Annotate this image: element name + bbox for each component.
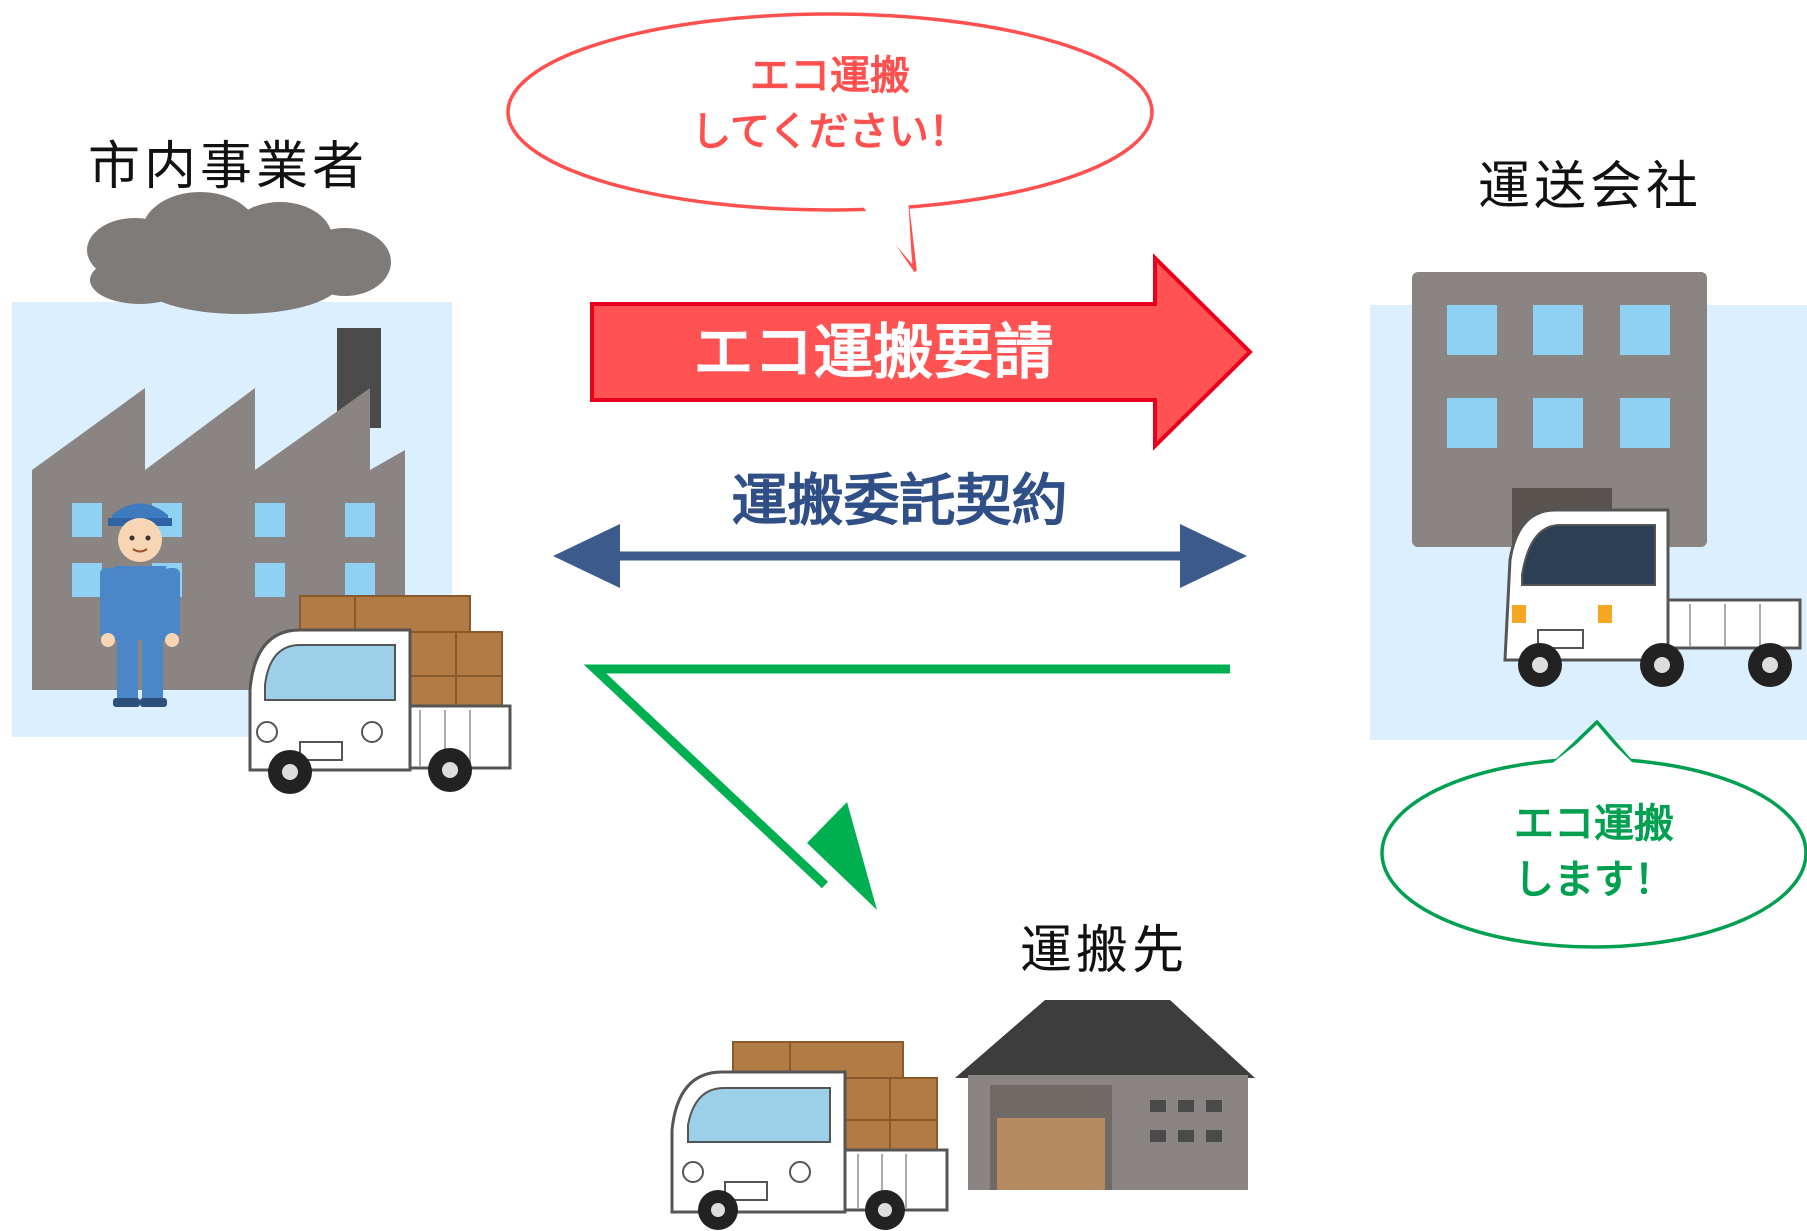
reply-bubble-line1: エコ運搬 bbox=[1514, 801, 1674, 847]
destination-illustration bbox=[670, 1000, 1255, 1230]
contract-arrow-label: 運搬委託契約 bbox=[731, 469, 1068, 534]
factory-truck-loaded bbox=[248, 595, 512, 794]
worker-figure bbox=[100, 503, 180, 707]
carrier-label: 運送会社 bbox=[1478, 157, 1703, 217]
warehouse bbox=[955, 1000, 1255, 1190]
contract-double-arrow bbox=[553, 524, 1247, 588]
reply-speech-bubble bbox=[1380, 720, 1807, 949]
request-bubble-line2: してください！ bbox=[691, 109, 969, 155]
smoke-cloud bbox=[87, 192, 391, 314]
carrier-illustration bbox=[1370, 272, 1807, 740]
request-arrow-label: エコ運搬要請 bbox=[693, 318, 1054, 388]
request-arrow bbox=[590, 253, 1253, 451]
factory-illustration bbox=[12, 192, 512, 794]
destination-truck-loaded bbox=[670, 1041, 949, 1230]
request-bubble-text: エコ運搬 してください！ bbox=[650, 48, 1010, 160]
reply-bubble-line2: します！ bbox=[1514, 857, 1674, 903]
request-bubble-line1: エコ運搬 bbox=[750, 53, 910, 99]
carrier-truck bbox=[1503, 508, 1802, 687]
office-windows bbox=[1447, 305, 1670, 448]
request-speech-bubble bbox=[506, 12, 1154, 272]
delivery-arrow bbox=[583, 664, 1230, 910]
business-label: 市内事業者 bbox=[88, 137, 369, 197]
destination-label: 運搬先 bbox=[1020, 921, 1189, 981]
reply-bubble-text: エコ運搬 します！ bbox=[1444, 796, 1744, 908]
